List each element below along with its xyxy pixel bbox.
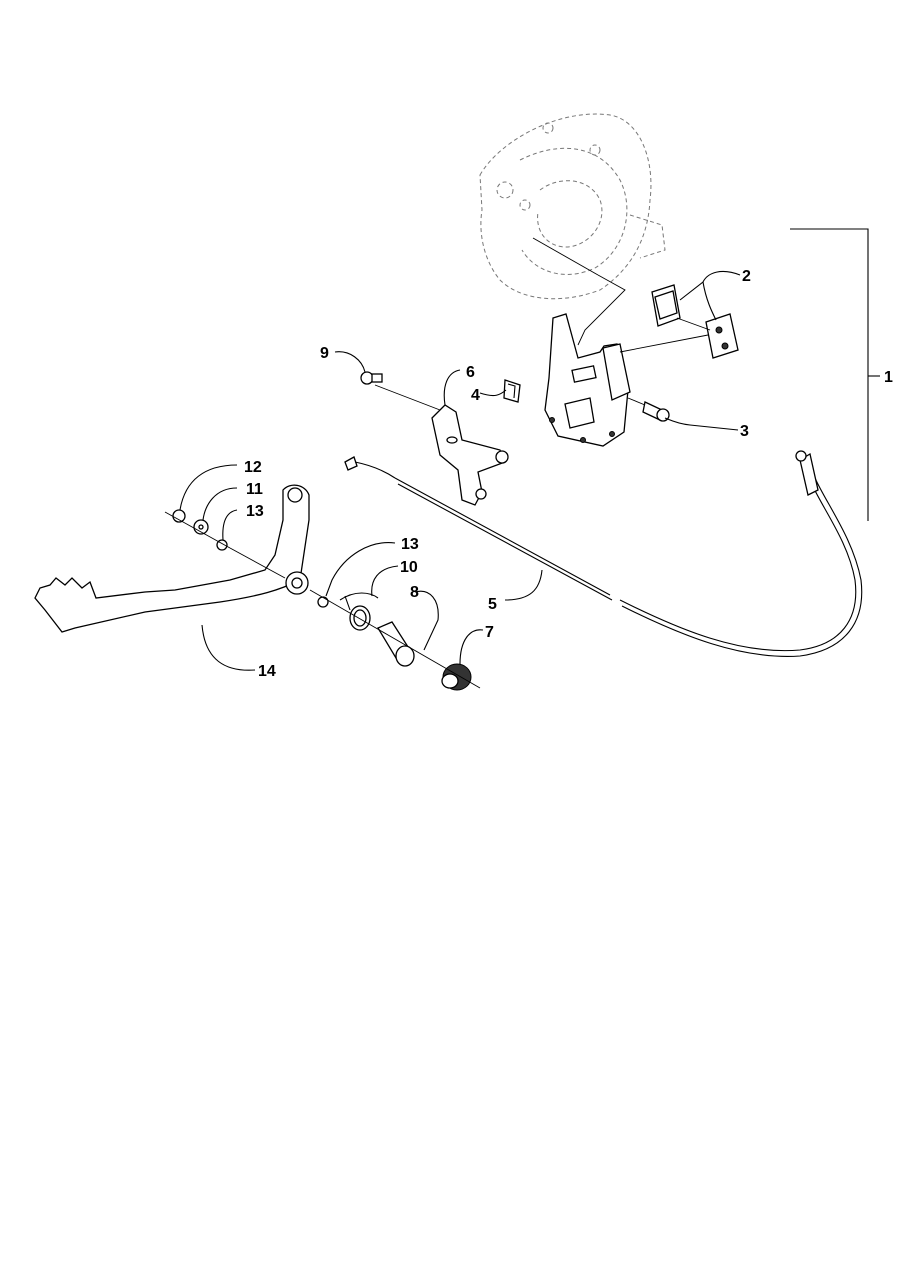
callout-10: 10 [400, 559, 418, 576]
wheel-hub-ghost [479, 113, 666, 300]
callout-11: 11 [246, 481, 263, 498]
brake-pad-upper [651, 284, 681, 327]
callout-9: 9 [320, 345, 329, 362]
caliper-bracket [431, 404, 509, 506]
callout-1: 1 [884, 369, 893, 386]
pivot-cap [441, 663, 472, 691]
callout-3: 3 [740, 423, 749, 440]
assembly-axis-lines [164, 237, 711, 689]
callout-13-left: 13 [246, 503, 264, 520]
callout-13-right: 13 [401, 536, 419, 553]
brake-pedal [34, 484, 310, 633]
bracket-bolt [360, 371, 383, 385]
callout-2: 2 [742, 268, 751, 285]
retaining-clip [503, 379, 521, 403]
callout-6: 6 [466, 364, 475, 381]
o-ring-13-right [317, 596, 329, 608]
callout-8: 8 [410, 584, 419, 601]
brake-pad-lower [705, 313, 739, 359]
callout-7: 7 [485, 624, 494, 641]
assembly-bracket-line [790, 228, 869, 521]
callout-4: 4 [471, 387, 480, 404]
callout-12: 12 [244, 459, 262, 476]
pivot-pin [377, 621, 415, 667]
callout-14: 14 [258, 663, 276, 680]
brake-caliper [544, 313, 631, 447]
brake-cable [344, 450, 863, 657]
callout-5: 5 [488, 596, 497, 613]
return-spring [339, 592, 379, 631]
leader-lines [179, 270, 741, 671]
